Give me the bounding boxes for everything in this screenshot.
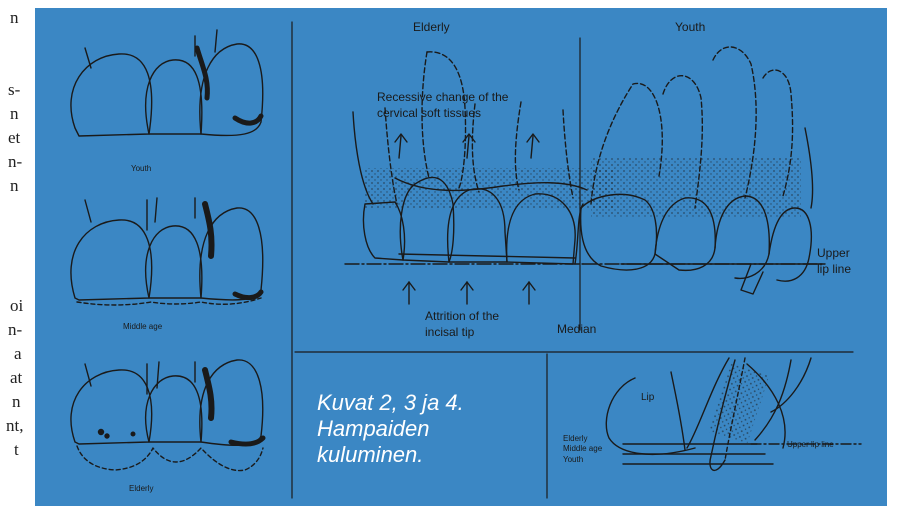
caption-line: Hampaiden bbox=[317, 416, 464, 442]
page-text-fragment: n bbox=[10, 6, 19, 30]
caption-line: kuluminen. bbox=[317, 442, 464, 468]
caption-line: Kuvat 2, 3 ja 4. bbox=[317, 390, 464, 416]
tooth-set-youth bbox=[71, 30, 263, 136]
page-text-fragment: s- bbox=[8, 78, 20, 102]
page-text-fragment: n- bbox=[8, 318, 22, 342]
inset-label-lip: Lip bbox=[641, 392, 654, 403]
label-elderly: Elderly bbox=[129, 484, 153, 493]
page-text-fragment: n bbox=[10, 174, 19, 198]
label-median: Median bbox=[557, 322, 596, 336]
page-text-fragment: n- bbox=[8, 150, 22, 174]
page-text-fragment: t bbox=[14, 438, 19, 462]
lip-cross-section bbox=[606, 358, 861, 470]
page-text-fragment: at bbox=[10, 366, 22, 390]
heading-elderly: Elderly bbox=[413, 20, 450, 34]
figure-caption: Kuvat 2, 3 ja 4. Hampaiden kuluminen. bbox=[317, 390, 464, 468]
inset-label-upper-lip-line: Upper lip line bbox=[787, 440, 834, 449]
inset-label-youth: Youth bbox=[563, 455, 583, 464]
tooth-set-middle-age bbox=[71, 198, 263, 305]
page-text-fragment: a bbox=[14, 342, 22, 366]
label-middle-age: Middle age bbox=[123, 322, 162, 331]
inset-label-middle-age: Middle age bbox=[563, 444, 602, 453]
page-text-fragment: et bbox=[8, 126, 20, 150]
label-upper-lip-line2: lip line bbox=[817, 262, 851, 276]
label-upper-lip-line1: Upper bbox=[817, 246, 850, 260]
label-youth: Youth bbox=[131, 164, 151, 173]
page-text-fragment: oi bbox=[10, 294, 23, 318]
annotation-attrition-line1: Attrition of the bbox=[425, 309, 499, 323]
heading-youth: Youth bbox=[675, 20, 705, 34]
dental-figure-panel: Youth Middle age Elderly Elderly Youth R… bbox=[35, 8, 887, 506]
inset-label-elderly: Elderly bbox=[563, 434, 587, 443]
youth-dentition bbox=[581, 47, 825, 294]
page-text-fragment: n bbox=[10, 102, 19, 126]
annotation-recessive-line2: cervical soft tissues bbox=[377, 106, 481, 120]
annotation-recessive-line1: Recessive change of the bbox=[377, 90, 508, 104]
tooth-set-elderly bbox=[71, 360, 263, 471]
annotation-attrition-line2: incisal tip bbox=[425, 325, 474, 339]
page-text-fragment: n bbox=[12, 390, 21, 414]
page-text-fragment: nt, bbox=[6, 414, 23, 438]
